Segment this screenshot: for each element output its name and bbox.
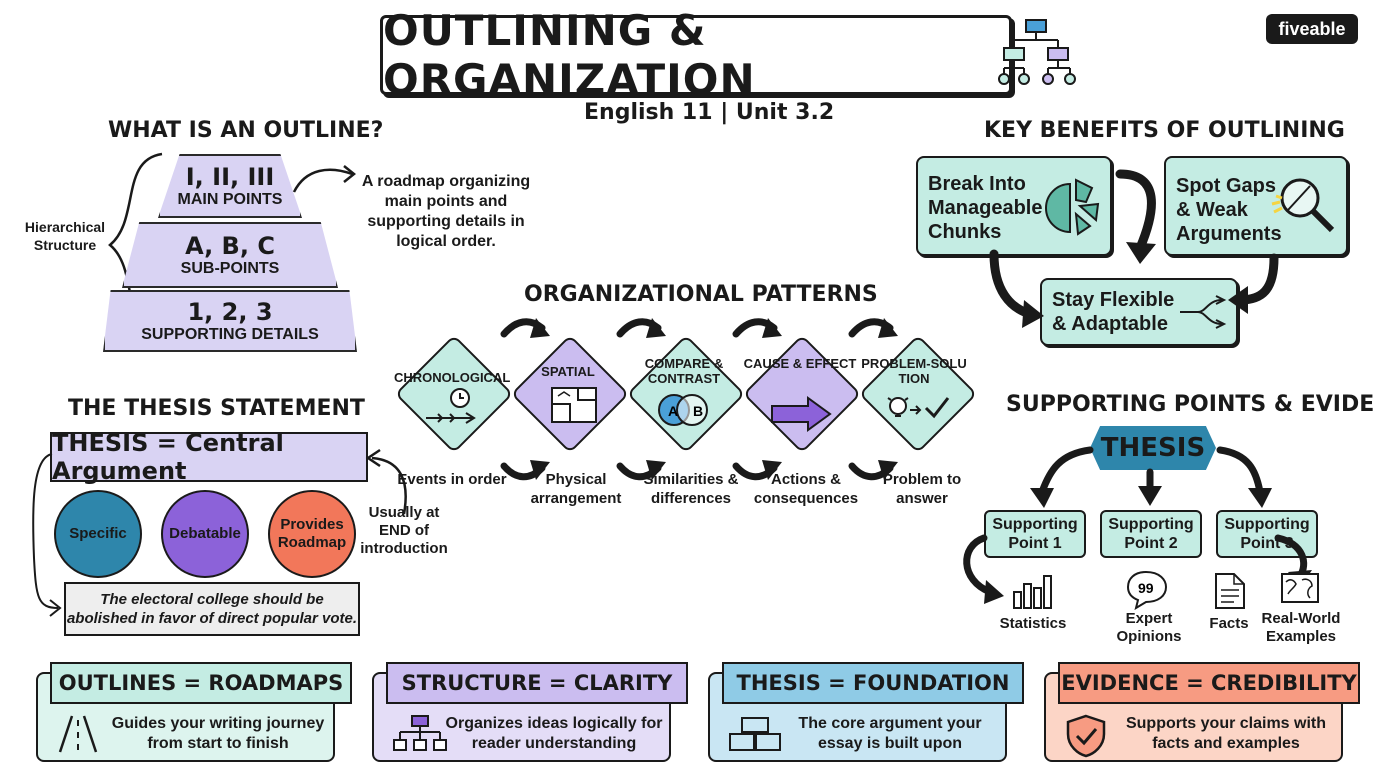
thesis-box: THESIS = Central Argument bbox=[50, 429, 368, 485]
patterns-heading: ORGANIZATIONAL PATTERNS bbox=[524, 282, 878, 307]
pattern-desc: Events in order bbox=[397, 471, 507, 488]
pyramid-label: SUB-POINTS bbox=[180, 260, 280, 277]
venn-label-a: A bbox=[668, 403, 678, 419]
pattern-flow-arrows bbox=[500, 318, 898, 481]
benefit-label: Break Into Manageable Chunks bbox=[928, 173, 1043, 243]
card-outlines-roadmaps: OUTLINES = ROADMAPS Guides your writing … bbox=[36, 662, 352, 762]
org-chart-icon bbox=[393, 715, 447, 751]
pyramid-label: SUPPORTING DETAILS bbox=[141, 326, 319, 343]
card-body: Supports your claims with facts and exam… bbox=[1125, 715, 1327, 752]
supporting-point-2: Supporting Point 2 bbox=[1100, 510, 1202, 558]
pyramid-level-details: 1, 2, 3 SUPPORTING DETAILS bbox=[103, 290, 357, 352]
road-icon bbox=[58, 715, 98, 753]
pattern-name: CAUSE & EFFECT bbox=[743, 356, 857, 371]
card-structure-clarity: STRUCTURE = CLARITY Organizes ideas logi… bbox=[372, 662, 688, 762]
card-title: OUTLINES = ROADMAPS bbox=[50, 662, 352, 704]
card-body: The core argument your essay is built up… bbox=[798, 715, 982, 752]
benefit-label: Spot Gaps & Weak Arguments bbox=[1176, 175, 1282, 245]
page-title: OUTLINING & ORGANIZATION bbox=[383, 6, 756, 104]
support-thesis-label: THESIS bbox=[1100, 433, 1206, 463]
bricks-icon bbox=[729, 717, 781, 751]
thesis-placement-note: Usually at END of introduction bbox=[360, 504, 448, 557]
pie-chunks-icon bbox=[1045, 178, 1100, 236]
speech-bubble-icon: 99 bbox=[1126, 570, 1168, 610]
card-evidence-credibility: EVIDENCE = CREDIBILITY Supports your cla… bbox=[1044, 662, 1360, 762]
evidence-expert-opinions: Expert Opinions bbox=[1116, 610, 1182, 645]
benefit-chunks: Break Into Manageable Chunks bbox=[916, 156, 1112, 256]
pyramid-level-main: I, II, III MAIN POINTS bbox=[158, 154, 302, 218]
right-arrow-icon bbox=[771, 396, 832, 432]
document-icon bbox=[1215, 573, 1245, 609]
supporting-point-1: Supporting Point 1 bbox=[984, 510, 1086, 558]
thesis-example-connector bbox=[32, 453, 62, 617]
support-thesis-banner: THESIS bbox=[1090, 426, 1216, 470]
outline-definition: A roadmap organizing main points and sup… bbox=[361, 173, 531, 250]
brand-logo: fiveable bbox=[1266, 14, 1358, 44]
arrow-icon bbox=[292, 165, 357, 193]
pattern-name: CHRONOLOGICAL bbox=[394, 370, 511, 385]
support-heading: SUPPORTING POINTS & EVIDENCE bbox=[1006, 392, 1376, 417]
pattern-desc: Problem to answer bbox=[882, 471, 962, 507]
thesis-example: The electoral college should be abolishe… bbox=[64, 582, 360, 636]
trait-specific: Specific bbox=[54, 490, 142, 578]
hierarchy-label: Hierarchical Structure bbox=[24, 219, 106, 253]
quote-glyph: 99 bbox=[1138, 580, 1154, 596]
pattern-problem-solution: PROBLEM-SOLUTION bbox=[858, 334, 978, 454]
trait-roadmap: Provides Roadmap bbox=[268, 490, 356, 578]
lightbulb-check-icon bbox=[887, 397, 950, 419]
pyramid-numerals: A, B, C bbox=[185, 232, 275, 260]
pattern-desc: Actions & consequences bbox=[753, 471, 859, 507]
thesis-branch-arrows bbox=[1030, 446, 1272, 508]
benefit-arrows bbox=[989, 169, 1279, 328]
magnifier-icon bbox=[1271, 178, 1335, 233]
pattern-spatial: SPATIAL bbox=[510, 334, 630, 454]
pyramid-level-sub: A, B, C SUB-POINTS bbox=[122, 222, 338, 288]
pattern-desc: Similarities & differences bbox=[643, 471, 739, 507]
card-thesis-foundation: THESIS = FOUNDATION The core argument yo… bbox=[708, 662, 1024, 762]
floor-plan-icon bbox=[551, 387, 597, 423]
pattern-compare-contrast: COMPARE & CONTRAST A B bbox=[626, 334, 746, 454]
thesis-heading: THE THESIS STATEMENT bbox=[68, 396, 365, 421]
pattern-name: SPATIAL bbox=[541, 364, 595, 379]
card-title: STRUCTURE = CLARITY bbox=[386, 662, 688, 704]
card-title: EVIDENCE = CREDIBILITY bbox=[1058, 662, 1360, 704]
pyramid-numerals: 1, 2, 3 bbox=[187, 298, 273, 326]
evidence-facts: Facts bbox=[1209, 615, 1249, 632]
pattern-name: PROBLEM-SOLUTION bbox=[861, 356, 967, 386]
world-map-icon bbox=[1281, 573, 1319, 603]
card-body: Guides your writing journey from start t… bbox=[111, 715, 325, 752]
card-title: THESIS = FOUNDATION bbox=[722, 662, 1024, 704]
page-title-box: OUTLINING & ORGANIZATION bbox=[380, 6, 1012, 104]
thesis-placement-arrow bbox=[365, 448, 407, 515]
clock-timeline-icon bbox=[426, 388, 476, 424]
pyramid-numerals: I, II, III bbox=[185, 163, 275, 191]
shield-check-icon bbox=[1066, 714, 1106, 758]
benefit-label: Stay Flexible & Adaptable bbox=[1052, 289, 1175, 335]
benefit-flexible: Stay Flexible & Adaptable bbox=[1040, 278, 1238, 346]
hierarchy-icon bbox=[998, 19, 1076, 85]
evidence-real-world: Real-World Examples bbox=[1261, 610, 1341, 645]
venn-icon: A B bbox=[658, 394, 708, 426]
pattern-chronological: CHRONOLOGICAL bbox=[394, 334, 514, 454]
pattern-cause-effect: CAUSE & EFFECT bbox=[742, 334, 862, 454]
trait-debatable: Debatable bbox=[161, 490, 249, 578]
outline-heading: WHAT IS AN OUTLINE? bbox=[108, 118, 384, 143]
benefits-heading: KEY BENEFITS OF OUTLINING bbox=[984, 118, 1345, 143]
evidence-statistics: Statistics bbox=[999, 615, 1067, 632]
bar-chart-icon bbox=[1013, 575, 1052, 609]
page-subtitle: English 11 | Unit 3.2 bbox=[584, 100, 835, 125]
pattern-desc: Physical arrangement bbox=[530, 471, 622, 507]
pyramid-label: MAIN POINTS bbox=[177, 191, 283, 208]
pattern-name: COMPARE & CONTRAST bbox=[644, 356, 724, 386]
card-body: Organizes ideas logically for reader und… bbox=[445, 715, 663, 752]
venn-label-b: B bbox=[693, 403, 703, 419]
branch-arrows-icon bbox=[1180, 295, 1227, 329]
benefit-gaps: Spot Gaps & Weak Arguments bbox=[1164, 156, 1348, 256]
